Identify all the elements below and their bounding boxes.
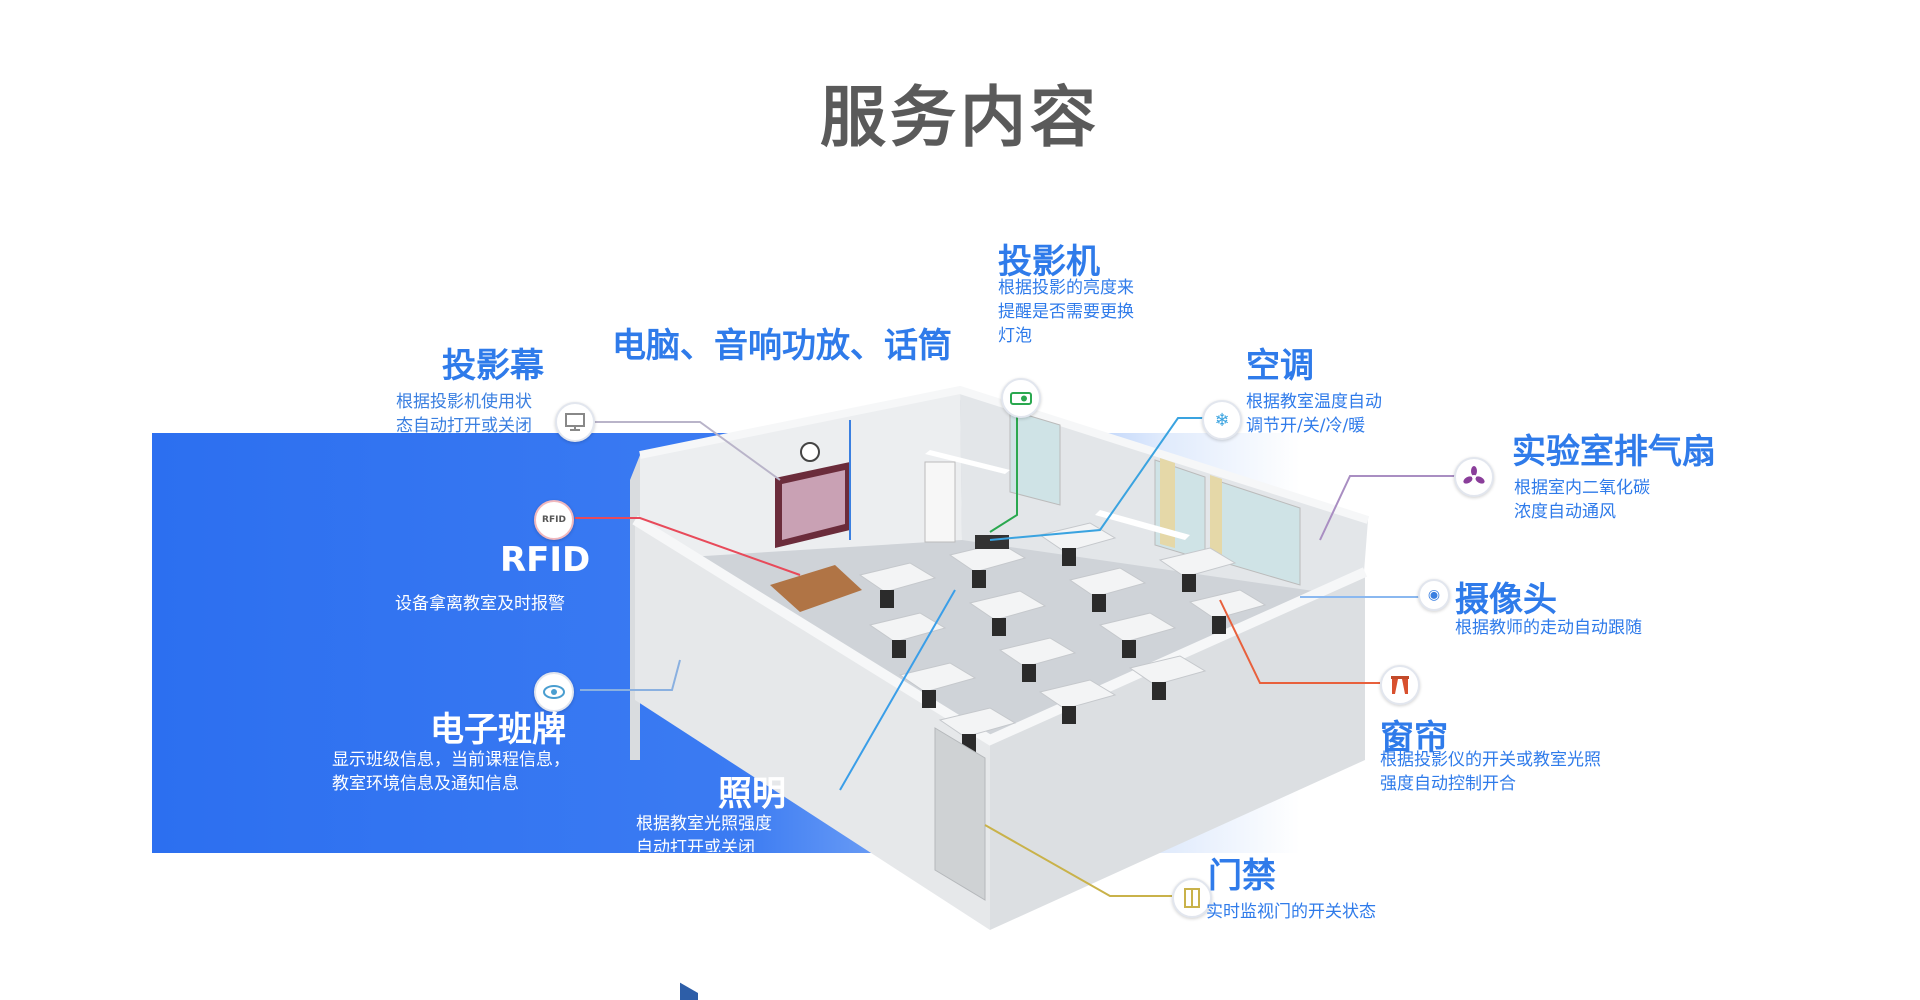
- curtain-icon: [1380, 665, 1420, 705]
- rfid-icon: RFID: [534, 500, 574, 540]
- projector-icon: [1001, 378, 1041, 418]
- webcam-icon: ◉: [1418, 579, 1450, 611]
- door-title: 门禁: [1208, 856, 1276, 896]
- rfid-desc: 设备拿离教室及时报警: [395, 594, 565, 614]
- screen-desc: 根据投影机使用状 态自动打开或关闭: [396, 392, 532, 436]
- ac-title: 空调: [1246, 346, 1314, 386]
- screen-title: 投影幕: [442, 346, 544, 386]
- door-desc: 实时监视门的开关状态: [1206, 902, 1376, 922]
- lighting-title: 照明: [718, 774, 786, 814]
- camera-title: 摄像头: [1455, 580, 1557, 620]
- projector-title: 投影机: [998, 242, 1100, 282]
- monitor-icon: [555, 402, 595, 442]
- lighting-desc: 根据教室光照强度 自动打开或关闭: [636, 814, 772, 852]
- snowflake-icon: ❄: [1202, 400, 1242, 440]
- door-icon: [1172, 878, 1212, 918]
- camera-desc: 根据教师的走动自动跟随: [1455, 618, 1642, 638]
- curtain-desc: 根据投影仪的开关或教室光照 强度自动控制开合: [1380, 750, 1601, 794]
- computer-title: 电脑、音响功放、话筒: [612, 326, 952, 366]
- board-title: 电子班牌: [430, 710, 566, 750]
- board-desc: 显示班级信息，当前课程信息， 教室环境信息及通知信息: [332, 750, 570, 794]
- page-title: 服务内容: [820, 79, 1100, 156]
- fan-icon: [1454, 457, 1494, 497]
- ac-desc: 根据教室温度自动 调节开/关/冷/暖: [1246, 392, 1382, 436]
- curtain-title: 窗帘: [1380, 718, 1448, 758]
- projector-desc: 根据投影的亮度来 提醒是否需要更换 灯泡: [998, 278, 1134, 346]
- eye-icon: [534, 672, 574, 712]
- fan-title: 实验室排气扇: [1512, 432, 1716, 472]
- fan-desc: 根据室内二氧化碳 浓度自动通风: [1514, 478, 1650, 522]
- rfid-title: RFID: [500, 540, 591, 580]
